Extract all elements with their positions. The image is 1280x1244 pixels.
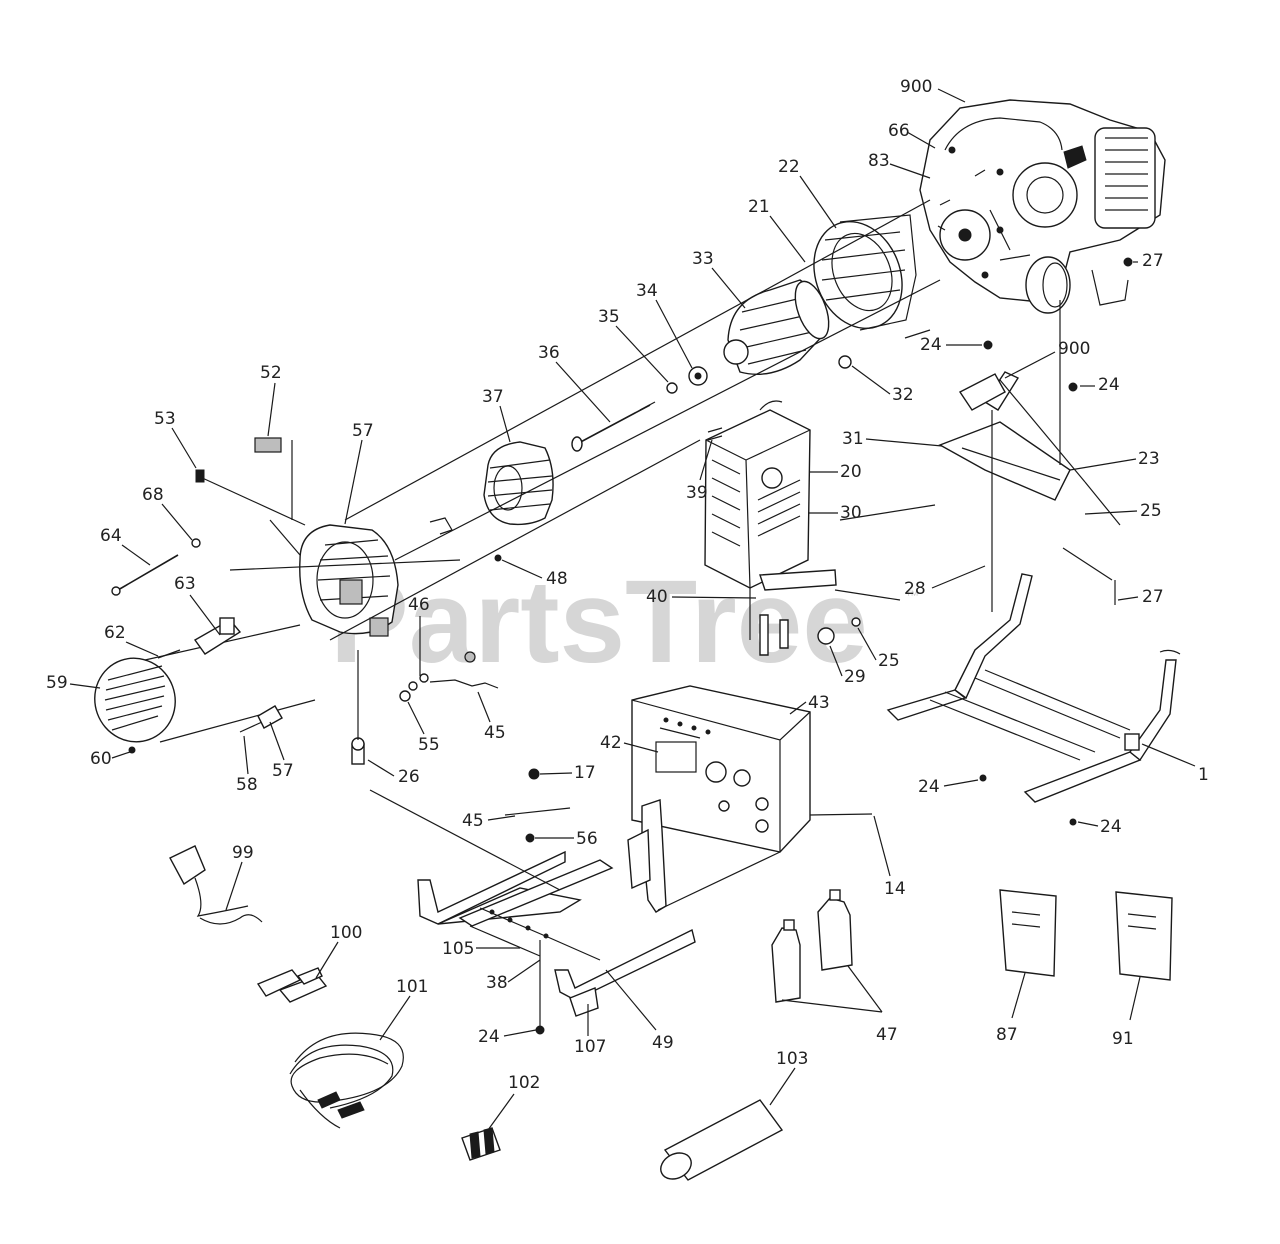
bearing-carrier-57 [299, 524, 399, 637]
callout-24-c: 24 [918, 777, 940, 797]
callout-28: 28 [904, 579, 926, 599]
callout-25-a: 25 [1140, 501, 1162, 521]
callout-47: 47 [876, 1025, 898, 1045]
part-32 [838, 355, 852, 369]
callout-105: 105 [442, 939, 474, 959]
callout-102: 102 [508, 1073, 540, 1093]
callout-53: 53 [154, 409, 176, 429]
callout-62: 62 [104, 623, 126, 643]
callout-20: 20 [840, 462, 862, 482]
part-callouts: 900 66 83 22 21 33 34 35 36 37 52 53 57 … [46, 77, 1209, 1131]
callout-58: 58 [236, 775, 258, 795]
stator-22 [813, 214, 917, 331]
callout-38: 38 [486, 973, 508, 993]
callout-57-top: 57 [352, 421, 374, 441]
manual-87 [999, 889, 1057, 1019]
callout-49: 49 [652, 1033, 674, 1053]
callout-21: 21 [748, 197, 770, 217]
callout-29: 29 [844, 667, 866, 687]
bolt-17 [759, 614, 769, 656]
callout-27-a: 27 [1142, 251, 1164, 271]
callout-23: 23 [1138, 449, 1160, 469]
callout-52: 52 [260, 363, 282, 383]
callout-35: 35 [598, 307, 620, 327]
callout-22: 22 [778, 157, 800, 177]
callout-107: 107 [574, 1037, 606, 1057]
callout-25-b: 25 [878, 651, 900, 671]
callout-32: 32 [892, 385, 914, 405]
callout-57-bottom: 57 [272, 761, 294, 781]
callout-101: 101 [396, 977, 428, 997]
leader-lines [189, 199, 1121, 891]
callout-68: 68 [142, 485, 164, 505]
oil-bottles-47 [771, 889, 883, 1013]
callout-27-b: 27 [1142, 587, 1164, 607]
callout-103: 103 [776, 1049, 808, 1069]
callout-36: 36 [538, 343, 560, 363]
callout-42: 42 [600, 733, 622, 753]
callout-17: 17 [574, 763, 596, 783]
callout-34: 34 [636, 281, 658, 301]
jumper-cables-101 [289, 1032, 404, 1129]
part-25b [851, 617, 861, 627]
callout-63: 63 [174, 574, 196, 594]
callout-45-a: 45 [484, 723, 506, 743]
mount-plates-31-23 [938, 257, 1133, 501]
frame-1 [886, 573, 1181, 826]
callout-59: 59 [46, 673, 68, 693]
callout-60: 60 [90, 749, 112, 769]
callout-91: 91 [1112, 1029, 1134, 1049]
callout-40: 40 [646, 587, 668, 607]
callout-100: 100 [330, 923, 362, 943]
hardware-left [111, 437, 502, 765]
part-29 [817, 627, 835, 645]
control-panel-42-43 [627, 685, 811, 913]
callout-83: 83 [868, 151, 890, 171]
callout-33: 33 [692, 249, 714, 269]
callout-24-d: 24 [1100, 817, 1122, 837]
callout-31: 31 [842, 429, 864, 449]
engine-assembly [919, 99, 1166, 314]
callout-87: 87 [996, 1025, 1018, 1045]
callout-39: 39 [686, 483, 708, 503]
exciter-coil-37 [483, 441, 554, 526]
control-module-20-30 [704, 400, 837, 591]
callout-99: 99 [232, 843, 254, 863]
rotor-33 [723, 279, 830, 375]
callout-900-mount: 900 [1058, 339, 1090, 359]
callout-45-b: 45 [462, 811, 484, 831]
callout-24-a: 24 [920, 335, 942, 355]
callout-56: 56 [576, 829, 598, 849]
callout-37: 37 [482, 387, 504, 407]
plug-102 [461, 1127, 501, 1161]
callout-43: 43 [808, 693, 830, 713]
charger-99 [169, 845, 263, 925]
callout-55: 55 [418, 735, 440, 755]
callout-1: 1 [1198, 765, 1209, 785]
callout-24-b: 24 [1098, 375, 1120, 395]
callout-46: 46 [408, 595, 430, 615]
callout-900-engine: 900 [900, 77, 932, 97]
callout-64: 64 [100, 526, 122, 546]
fuses-100 [256, 967, 328, 1003]
watermark-trademark: ™ [905, 587, 919, 603]
handle-assembly [417, 850, 696, 1035]
callout-66: 66 [888, 121, 910, 141]
callout-24-e: 24 [478, 1027, 500, 1047]
rod-36 [571, 401, 656, 452]
callout-26-a: 26 [398, 767, 420, 787]
cover-103 [660, 1067, 796, 1181]
manual-91 [1115, 891, 1173, 1021]
callout-30: 30 [840, 503, 862, 523]
callout-48: 48 [546, 569, 568, 589]
washer-35 [666, 382, 678, 394]
callout-14: 14 [884, 879, 906, 899]
